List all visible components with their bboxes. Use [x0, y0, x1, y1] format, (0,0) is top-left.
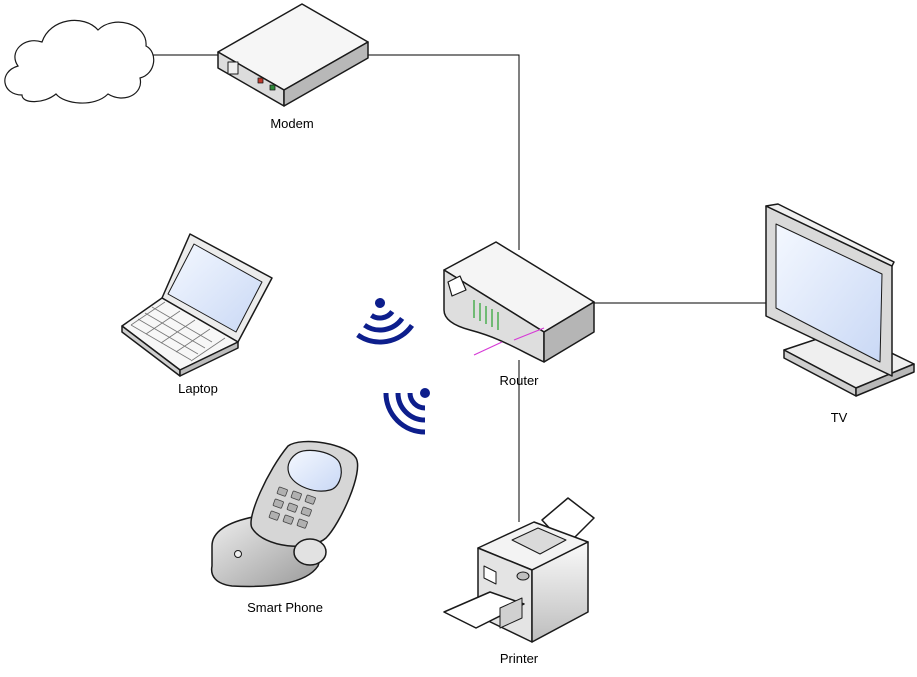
printer-label: Printer — [499, 651, 539, 666]
laptop-icon — [121, 233, 273, 377]
wifi-signal-icon — [356, 298, 415, 345]
router-icon — [443, 241, 595, 363]
connections — [150, 54, 766, 522]
modem-label: Modem — [270, 116, 314, 131]
wifi-signal-icon — [383, 388, 430, 435]
router-label: Router — [499, 373, 539, 388]
laptop-label: Laptop — [178, 381, 218, 396]
smartphone-icon — [210, 440, 359, 588]
connection-modem-router — [360, 54, 520, 250]
printer-icon — [443, 497, 595, 643]
smartphone-label: Smart Phone — [247, 600, 323, 615]
tv-label: TV — [830, 410, 848, 425]
cloud-icon — [4, 19, 155, 104]
tv-icon — [765, 203, 915, 397]
modem-icon — [217, 3, 369, 107]
